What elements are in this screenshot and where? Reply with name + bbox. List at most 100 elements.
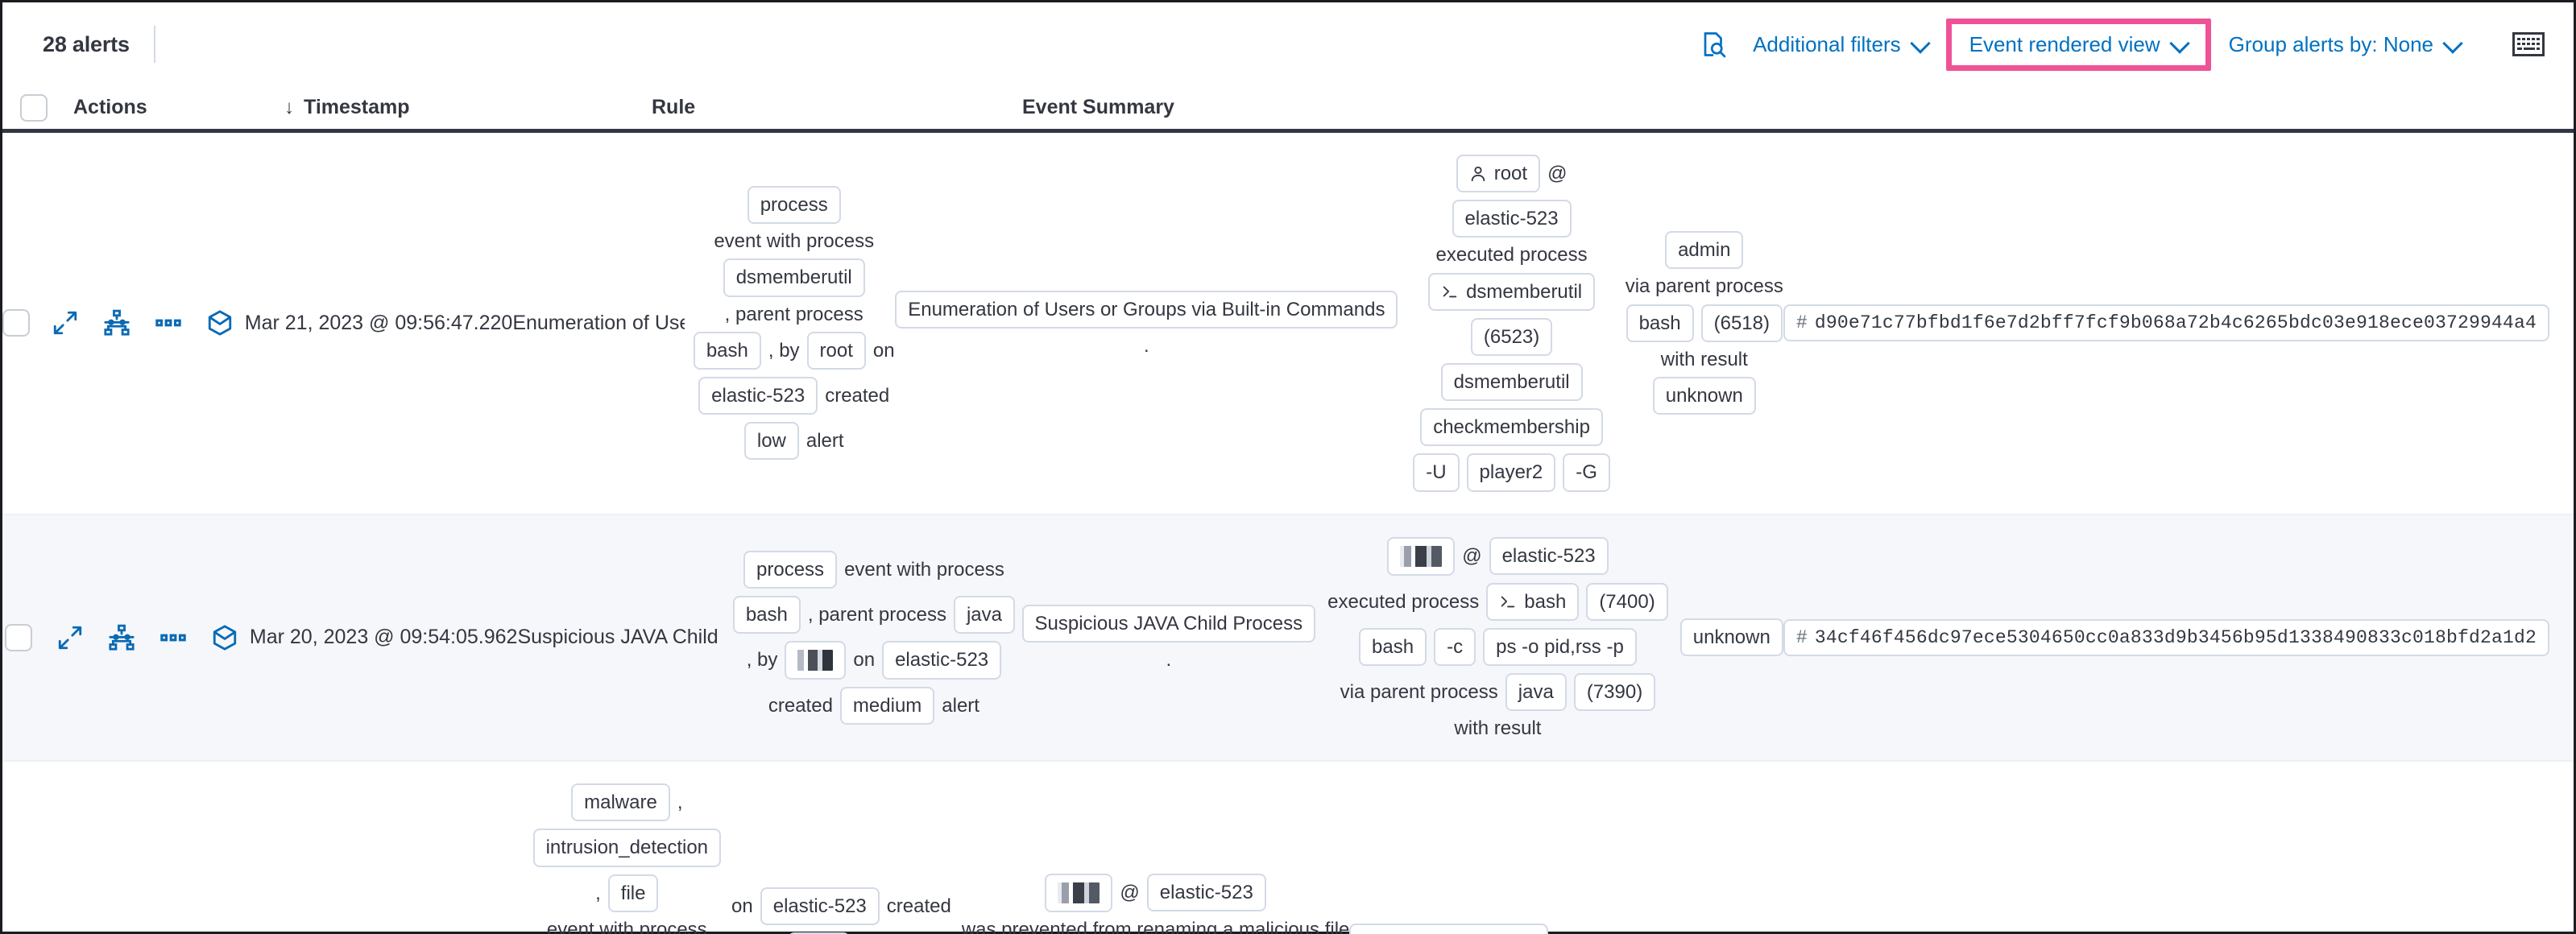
host-badge[interactable]: elastic-523 — [1452, 200, 1572, 238]
analyze-event-icon[interactable] — [108, 624, 135, 651]
event-hash-badge[interactable]: # d90e71c77bfbd1f6e7d2bff7fcf9b068a72b4c… — [1783, 304, 2549, 342]
arg-badge[interactable]: bash — [1359, 627, 1427, 666]
process-badge[interactable]: AUHelperService — [1349, 924, 1549, 934]
more-actions-icon[interactable] — [155, 309, 182, 337]
hash-icon: # — [1795, 312, 1808, 334]
row-event-summary: malware , intrusion_detection , file eve… — [525, 762, 2576, 934]
summary-text: on — [731, 895, 753, 918]
summary-comma: , — [595, 882, 601, 904]
parent-process-badge[interactable]: bash — [693, 331, 761, 370]
summary-line: Suspicious JAVA Child Process . — [1021, 601, 1316, 674]
process-badge[interactable]: bash — [732, 595, 801, 634]
table-header-row: Actions ↓ Timestamp Rule Event Summary — [2, 86, 2574, 133]
host-badge[interactable]: elastic-523 — [882, 641, 1002, 680]
host-badge[interactable]: elastic-523 — [698, 377, 818, 415]
arg-badge[interactable]: -U — [1413, 453, 1460, 492]
arg-badge[interactable]: dsmemberutil — [1440, 362, 1583, 402]
more-actions-icon[interactable] — [159, 624, 187, 651]
rule-name-badge[interactable]: Enumeration of Users or Groups via Built… — [895, 290, 1398, 329]
process-badge[interactable]: bash — [1486, 582, 1580, 621]
inspect-icon[interactable] — [1698, 30, 1727, 59]
process-badge[interactable]: dsmemberutil — [1428, 272, 1596, 311]
parent-pid-badge[interactable]: (6518) — [1700, 304, 1783, 342]
summary-text: , parent process — [724, 303, 863, 325]
summary-comma: , — [677, 791, 683, 814]
select-all-checkbox[interactable] — [20, 93, 48, 122]
arg-badge[interactable]: checkmembership — [1420, 408, 1603, 447]
row-checkbox[interactable] — [5, 623, 33, 651]
group-alerts-by-button[interactable]: Group alerts by: None — [2214, 24, 2475, 65]
row-checkbox[interactable] — [2, 309, 31, 337]
table-row[interactable]: Mar 21, 2023 @ 09:56:47.220 Enumeration … — [2, 133, 2574, 515]
row-rule-name: Malware Prevention Alert — [512, 762, 525, 934]
summary-period: . — [1144, 334, 1149, 357]
event-kind-badge[interactable]: intrusion_detection — [532, 829, 722, 867]
chevron-down-icon — [2445, 35, 2461, 51]
arg-badge[interactable]: ps -o pid,rss -p — [1483, 627, 1637, 666]
user-badge-redacted[interactable] — [1045, 873, 1113, 912]
user-badge-label: root — [1493, 163, 1528, 184]
hash-icon: # — [1795, 626, 1808, 648]
result-badge[interactable]: unknown — [1679, 618, 1783, 657]
keyboard-shortcuts-button[interactable] — [2512, 31, 2545, 57]
event-kind-badge[interactable]: malware — [571, 783, 670, 822]
actions-column-header[interactable]: Actions — [65, 96, 284, 119]
event-hash-badge[interactable]: # 34cf46f456dc97ece5304650cc0a833d9b3456… — [1783, 618, 2549, 656]
session-view-icon[interactable] — [206, 309, 234, 337]
user-icon — [1471, 166, 1485, 181]
expand-icon[interactable] — [56, 624, 84, 651]
event-summary-column-header[interactable]: Event Summary — [1022, 96, 2574, 119]
summary-line: # d90e71c77bfbd1f6e7d2bff7fcf9b068a72b4c… — [1783, 300, 2549, 345]
analyze-event-icon[interactable] — [103, 309, 130, 337]
expand-icon[interactable] — [52, 309, 79, 337]
alert-count: 28 alerts — [43, 31, 130, 56]
session-view-icon[interactable] — [211, 624, 238, 651]
summary-text: event with process — [844, 558, 1004, 581]
severity-badge[interactable]: medium — [839, 686, 935, 725]
user-badge[interactable]: root — [1456, 155, 1541, 193]
summary-line: process event with process dsmemberutil … — [693, 182, 895, 464]
event-rendered-view-label: Event rendered view — [1969, 31, 2160, 56]
user-badge[interactable]: root — [806, 331, 866, 370]
event-rendered-view-button[interactable]: Event rendered view — [1958, 27, 2199, 62]
process-badge[interactable]: dsmemberutil — [723, 258, 865, 297]
arg-badge[interactable]: player2 — [1466, 453, 1556, 492]
alerts-toolbar: 28 alerts Additional filters Event rende… — [2, 2, 2574, 86]
host-badge[interactable]: elastic-523 — [760, 887, 880, 926]
arg-badge[interactable]: -c — [1434, 627, 1476, 666]
result-badge[interactable]: unknown — [1652, 377, 1756, 415]
parent-process-badge[interactable]: java — [1505, 672, 1567, 712]
user-badge-redacted[interactable] — [785, 640, 847, 680]
rule-column-header[interactable]: Rule — [652, 96, 1022, 119]
timestamp-column-header[interactable]: ↓ Timestamp — [284, 96, 652, 119]
additional-filters-button[interactable]: Additional filters — [1738, 24, 1943, 65]
row-event-summary: process event with process bash , parent… — [718, 515, 2574, 761]
rule-name-badge[interactable]: Suspicious JAVA Child Process — [1021, 605, 1316, 643]
event-kind-badge[interactable]: process — [743, 550, 838, 589]
toolbar-controls: Additional filters Event rendered view G… — [1698, 18, 2545, 71]
pid-badge[interactable]: (6523) — [1470, 317, 1553, 356]
arg-badge[interactable]: -G — [1563, 453, 1610, 492]
summary-text: executed process — [1435, 244, 1588, 267]
summary-text: via parent process — [1625, 275, 1783, 298]
user-badge-redacted[interactable] — [1387, 536, 1456, 576]
table-row[interactable]: Mar 20, 2023 @ 09:54:05.962 Suspicious J… — [2, 515, 2574, 762]
row-timestamp: Mar 20, 2023 @ 09:54:05.962 — [249, 626, 518, 649]
table-row[interactable]: Mar 20, 2023 @ 09:43:38.348 Malware Prev… — [2, 762, 2574, 934]
summary-line: admin via parent process bash (6518) wit… — [1626, 227, 1783, 419]
arg-badge[interactable]: admin — [1665, 231, 1744, 270]
parent-process-badge[interactable]: bash — [1626, 304, 1694, 342]
row-timestamp: Mar 20, 2023 @ 09:43:38.348 — [233, 762, 512, 934]
event-kind-badge[interactable]: process — [747, 186, 841, 225]
at-separator: @ — [1547, 163, 1568, 184]
host-badge[interactable]: elastic-523 — [1146, 874, 1266, 912]
host-badge[interactable]: elastic-523 — [1489, 536, 1609, 576]
event-kind-badge[interactable]: file — [607, 874, 659, 912]
parent-pid-badge[interactable]: (7390) — [1573, 672, 1656, 712]
summary-text: on — [872, 339, 895, 362]
summary-text: with result — [1454, 717, 1542, 740]
severity-badge[interactable]: low — [743, 422, 799, 461]
parent-process-badge[interactable]: java — [953, 595, 1015, 634]
pid-badge[interactable]: (7400) — [1586, 582, 1668, 621]
